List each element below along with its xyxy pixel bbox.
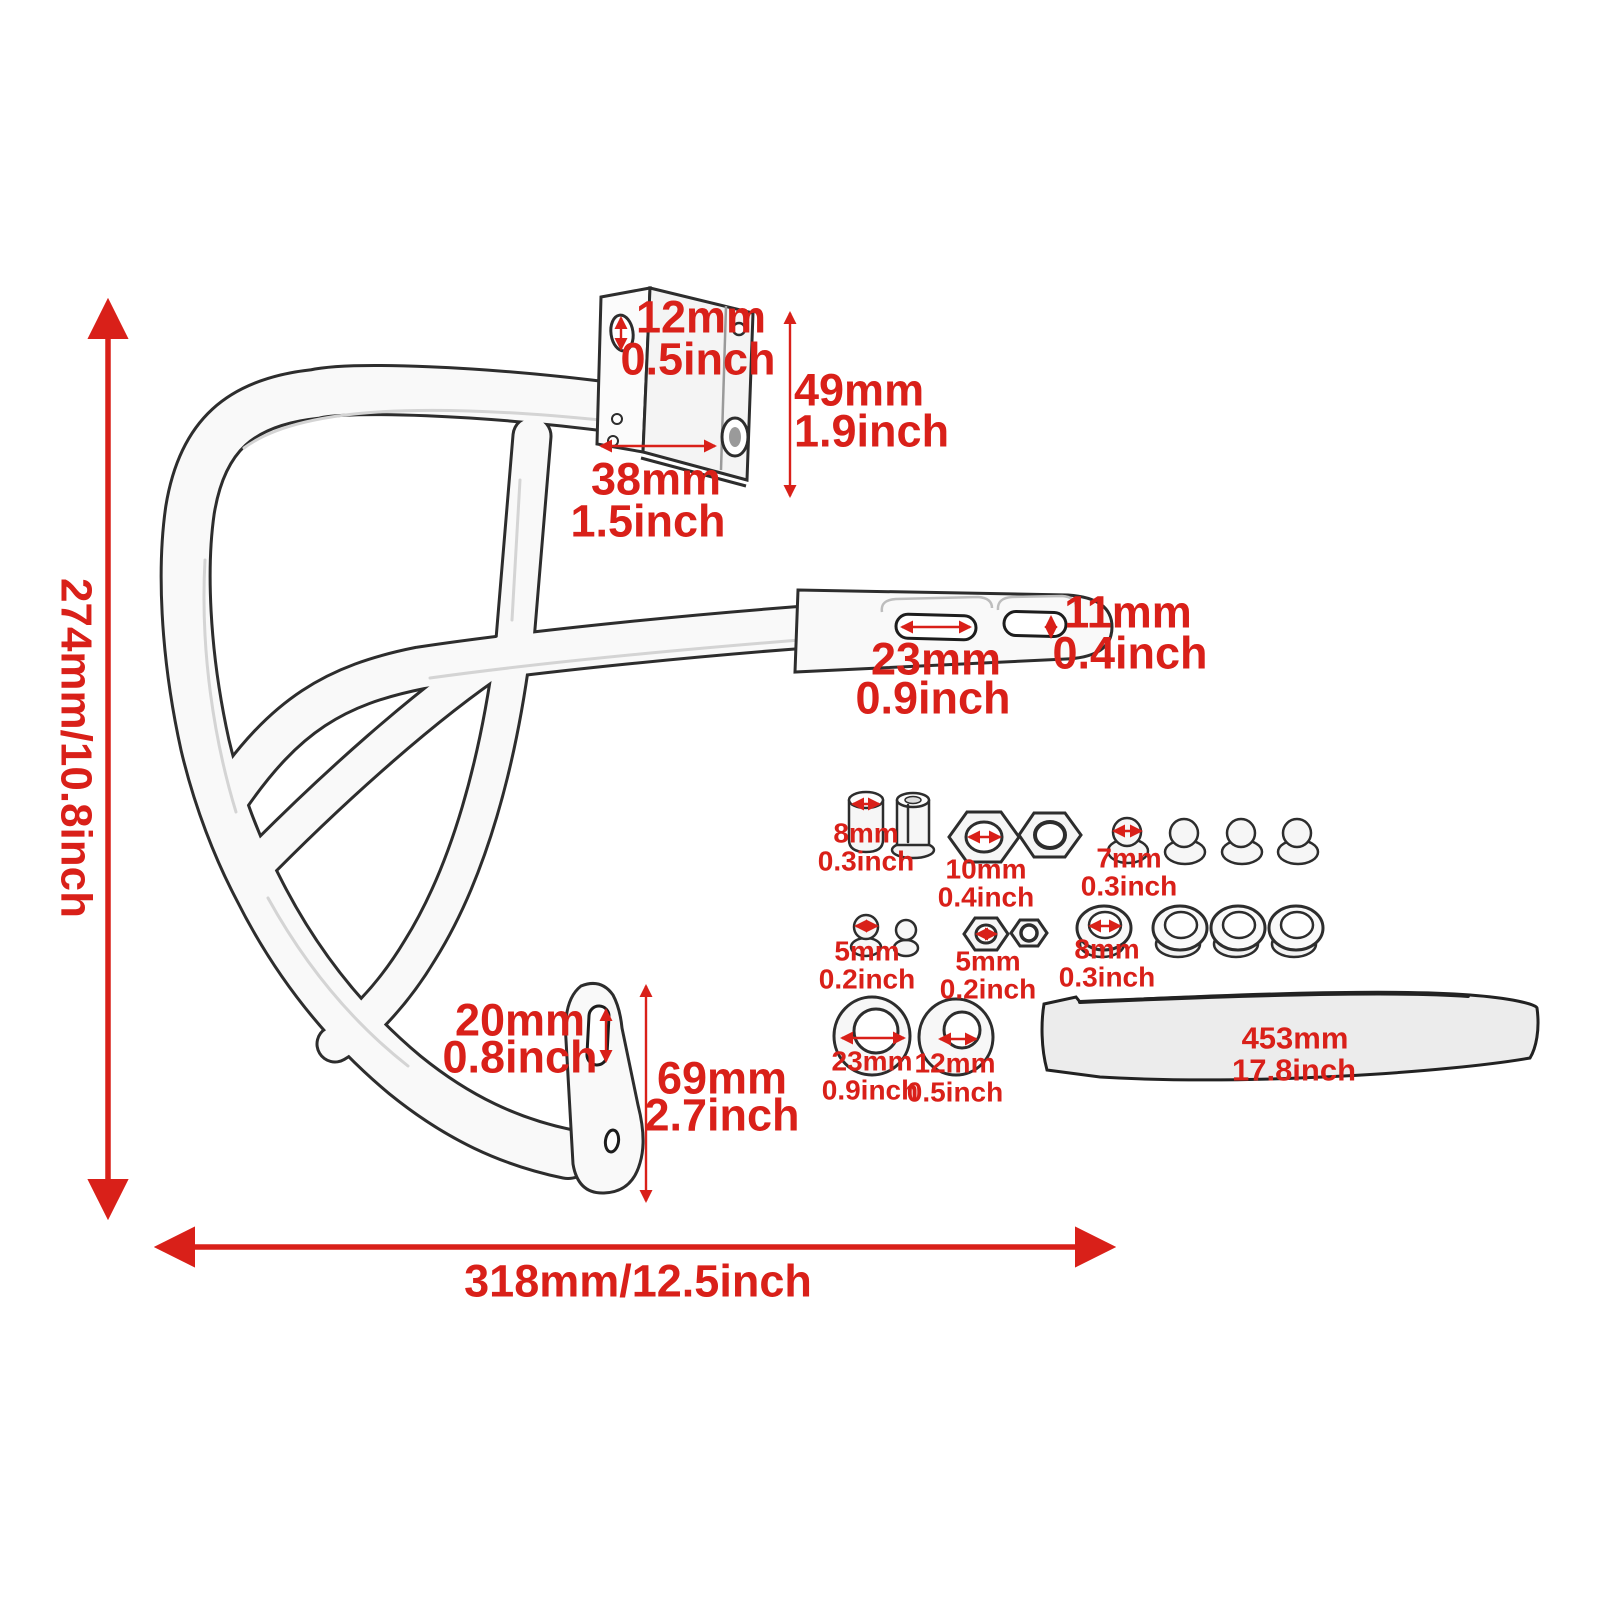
standoff-in-label: 0.3inch [818, 846, 914, 877]
bushing-2 [1151, 904, 1209, 959]
small-screw-2 [892, 918, 920, 958]
bushing-mm-label: 8mm [1074, 934, 1139, 965]
dimension-labels: 12mm 0.5inch 49mm 1.9inch 38mm 1.5inch 2… [52, 292, 1208, 1307]
standoff-bolt [847, 790, 885, 854]
tab-hole [603, 1128, 621, 1154]
block-height-in-label: 1.9inch [794, 406, 949, 457]
button-screw-2 [1163, 817, 1207, 866]
arm-slot-length-in-label: 0.9inch [855, 673, 1010, 724]
standoff-mm-label: 8mm [833, 818, 898, 849]
block-rivet-2 [607, 435, 619, 447]
tab-slot-mm-label: 20mm [455, 995, 585, 1046]
bushings [1075, 904, 1325, 959]
sleeve-spacer [890, 791, 936, 860]
bushing-3 [1209, 904, 1267, 959]
mount-block [595, 286, 755, 488]
washer-small-in-label: 0.5inch [907, 1077, 1003, 1108]
overall-height-label: 274mm/10.8inch [52, 578, 101, 918]
washer-large-in-label: 0.9inch [822, 1075, 918, 1106]
nut-small-in-label: 0.2inch [940, 974, 1036, 1005]
tab-height-in-label: 2.7inch [644, 1090, 799, 1141]
strip-in-label: 17.8inch [1232, 1053, 1356, 1088]
block-width-mm-label: 38mm [591, 454, 721, 505]
block-hole-mm-label: 12mm [636, 292, 766, 343]
button-screw-1 [1106, 816, 1150, 865]
button-screw-4 [1276, 817, 1320, 866]
block-side-hole [731, 321, 747, 337]
screw7-mm-label: 7mm [1096, 843, 1161, 874]
tube-seam-lines [202, 408, 802, 1068]
block-rivet-1 [611, 413, 623, 425]
hex-nut-small-2 [1009, 918, 1049, 948]
arm-slot-width-in-label: 0.4inch [1052, 628, 1207, 679]
tab-slot-in-label: 0.8inch [442, 1032, 597, 1083]
hardware-kit [832, 790, 1540, 1082]
tube-bodies [162, 367, 840, 1177]
screw5-mm-label: 5mm [834, 936, 899, 967]
arm-slot-length-mm-label: 23mm [871, 634, 1001, 685]
arm-slot-width-mm-label: 11mm [1064, 587, 1192, 638]
dimension-arrows [87, 297, 1143, 1268]
screw7-in-label: 0.3inch [1081, 871, 1177, 902]
block-tube-bore [729, 427, 741, 447]
block-width-in-label: 1.5inch [570, 496, 725, 547]
hardware-labels: 8mm 0.3inch 10mm 0.4inch 7mm 0.3inch 5mm… [818, 818, 1356, 1108]
nut-small-mm-label: 5mm [955, 946, 1020, 977]
overall-width-label: 318mm/12.5inch [464, 1256, 812, 1307]
washer-small-mm-label: 12mm [915, 1048, 996, 1079]
rubber-strip [1040, 990, 1540, 1082]
screw5-in-label: 0.2inch [819, 964, 915, 995]
hex-nut-large-2 [1017, 811, 1083, 859]
bushing-4 [1267, 904, 1325, 959]
block-height-mm-label: 49mm [794, 365, 924, 416]
bushing-in-label: 0.3inch [1059, 962, 1155, 993]
guard-bar-drawing [159, 286, 1114, 1195]
button-screws [1106, 816, 1320, 866]
strip-mm-label: 453mm [1242, 1021, 1349, 1056]
washer-large-mm-label: 23mm [832, 1046, 913, 1077]
block-hole-in-label: 0.5inch [620, 334, 775, 385]
tab-height-mm-label: 69mm [657, 1053, 787, 1104]
button-screw-3 [1220, 817, 1264, 866]
nut-large-mm-label: 10mm [946, 854, 1027, 885]
detail-arrows [599, 311, 1143, 1203]
nut-large-in-label: 0.4inch [938, 882, 1034, 913]
